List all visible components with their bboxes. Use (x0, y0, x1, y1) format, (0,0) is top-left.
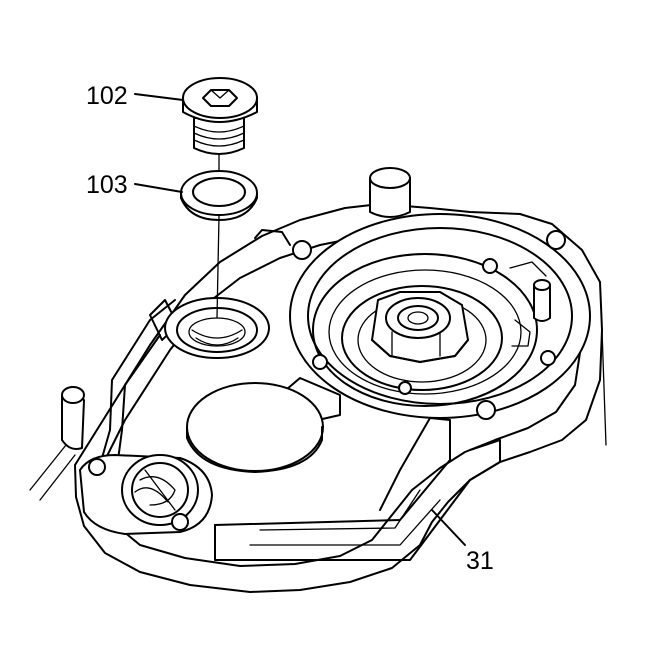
drain-plug (182, 77, 258, 155)
seal-ring (180, 170, 258, 221)
engine-block-edges (29, 329, 607, 501)
callout-label-102: 102 (86, 82, 128, 110)
callout-31-leader (431, 509, 466, 546)
callout-102-leader (134, 93, 184, 101)
callout-103: 103 (86, 171, 183, 199)
center-pad (186, 377, 341, 473)
callout-label-103: 103 (86, 171, 128, 199)
callout-31: 31 (431, 509, 494, 575)
shaft-hex-nut (371, 291, 469, 363)
callout-label-31: 31 (466, 547, 494, 575)
callout-103-leader (134, 183, 183, 193)
lower-left-bore (79, 454, 213, 535)
callout-102: 102 (86, 82, 184, 110)
axis-line-lower (216, 215, 220, 319)
exploded-parts (180, 77, 258, 319)
